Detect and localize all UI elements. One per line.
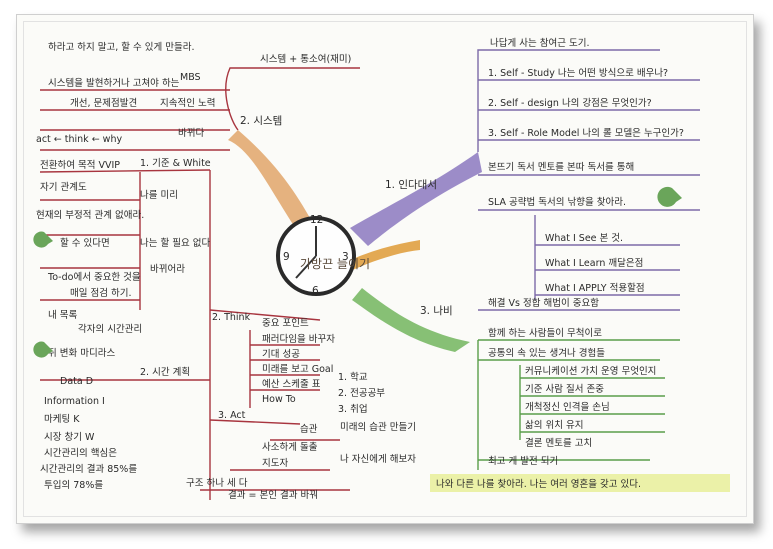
act-item: 미래의 습관 만들기: [340, 422, 416, 433]
system-item: 지속적인 노력: [160, 97, 215, 109]
learn-item: 최고 게 발전 되기: [488, 456, 558, 467]
think2-item: 미래를 보고 Goal: [262, 364, 333, 375]
system-item: 바뀌다: [178, 128, 204, 139]
self-item: 3. Self - Role Model 나의 롤 모델은 누구인가?: [488, 127, 684, 139]
green-arrow-icon: [33, 231, 53, 248]
time-branch-label: 2. 시간 계획: [140, 366, 190, 378]
system-item: act ← think ← why: [36, 134, 122, 145]
self-item: What I Learn 깨달은점: [545, 257, 643, 269]
system-item: 시스템을 발현하거나 고쳐야 하는: [48, 77, 180, 89]
think2-item: 기대 성공: [262, 349, 300, 360]
think-item: To-do에서 중요한 것을: [47, 272, 141, 283]
clock-number-9: 9: [283, 251, 290, 263]
think2-item: How To: [262, 394, 296, 405]
center-title: 가방끈 늘이기: [300, 257, 370, 271]
time-item: 투입의 78%를: [44, 479, 103, 491]
think2-item: 중요 포인트: [262, 318, 309, 329]
self-item: 1. Self - Study 나는 어떤 방식으로 배우나?: [488, 68, 668, 79]
green-arrow-icon: [657, 186, 682, 207]
think-branch-label: 1. 기준 & White: [140, 158, 211, 169]
time-item: 시간관리의 결과 85%를: [40, 464, 137, 475]
learn-item: 커뮤니케이션 가치 운영 무엇인지: [525, 365, 656, 377]
self-branch-label: 1. 인다대서: [385, 179, 437, 191]
paper-border: [23, 21, 747, 517]
learn-item: 기준 사람 질서 존중: [525, 383, 604, 395]
act-branch-label: 3. Act: [218, 410, 246, 421]
act-item: 결과 = 본인 결과 바꿔: [228, 490, 318, 501]
think-item: 바뀌어라: [150, 264, 185, 275]
time-item: 마케팅 K: [44, 414, 80, 425]
think-branch-lines: [39, 67, 360, 500]
system-item: 개선, 문제점발견: [70, 97, 137, 109]
learn-item: 나와 다른 나를 찾아라. 나는 여러 영혼을 갖고 있다.: [436, 478, 641, 490]
act-item: 지도자: [262, 458, 288, 469]
green-arrow-icon: [33, 341, 53, 358]
arrow-branch-shape: [346, 240, 420, 272]
learn-item: 결론 멘토를 고치: [525, 437, 592, 449]
act-item: 사소하게 돌출: [262, 441, 318, 453]
system-branch-label: 2. 시스템: [240, 115, 282, 127]
system-item: 하라고 하지 말고, 할 수 있게 만들라.: [48, 41, 195, 53]
learn-item: 삶의 위치 유지: [525, 419, 583, 431]
self-branch-shape: [350, 152, 482, 246]
self-item: 해결 Vs 정합 해법이 중요함: [488, 297, 599, 309]
system-branch-shape: [228, 130, 318, 232]
clock-number-3: 3: [342, 251, 349, 263]
think-item: 전환하여 목적 VVIP: [40, 159, 120, 171]
self-item: What I See 본 것.: [545, 233, 623, 244]
clock-number-12: 12: [310, 214, 323, 226]
act-item: 구조 하나 세 다: [186, 477, 248, 489]
mindmap-paper: [16, 14, 754, 524]
learn-branch-label: 3. 나비: [420, 305, 453, 317]
clock-number-6: 6: [312, 285, 319, 297]
think2-item: 패러다임을 바꾸자: [262, 333, 335, 345]
time-item: 시간관리의 핵심은: [44, 447, 117, 459]
self-branch-lines: [477, 49, 700, 311]
act-item: 습관: [300, 424, 318, 435]
act-item: 나 자신에게 해보자: [340, 453, 416, 465]
learn-item: 개척정신 인격을 손님: [525, 401, 610, 413]
think-item: 뒤 변화 마디라스: [48, 347, 115, 359]
time-item: Information I: [44, 396, 105, 407]
think2-item: 2. 전공공부: [338, 388, 385, 399]
think-item: 할 수 있다면: [60, 237, 110, 249]
think-item: 내 목록: [48, 310, 77, 321]
self-item: What I APPLY 적용할점: [545, 282, 645, 294]
think-item: 나는 할 필요 없다: [140, 237, 210, 249]
learn-item: 함께 하는 사람들이 무척이로: [488, 327, 602, 339]
learn-branch-shape: [352, 288, 470, 352]
think2-item: 1. 학교: [338, 372, 368, 383]
self-main-label: 나답게 사는 참여근 도기.: [490, 37, 589, 49]
self-item: SLA 공략법 독서의 낚향을 찾아라.: [488, 196, 626, 208]
highlight-box: [430, 474, 730, 492]
learn-item: 공통의 속 있는 생겨나 경험들: [488, 347, 605, 359]
self-item: 본뜨기 독서 멘토를 본따 독서를 통해: [488, 161, 634, 173]
think-item: 나를 미리: [140, 190, 178, 201]
think-item: 각자의 시간관리: [78, 323, 142, 335]
system-item: MBS: [180, 72, 201, 83]
learn-branch-lines: [477, 339, 680, 470]
system-main-label: 시스템 + 통소여(재미): [260, 53, 351, 65]
think-item: 매일 점검 하기.: [70, 287, 132, 299]
think2-branch-label: 2. Think: [212, 312, 251, 323]
time-item: Data D: [60, 376, 93, 387]
think-item: 자기 관계도: [40, 181, 87, 193]
think2-item: 3. 취업: [338, 403, 368, 415]
think2-item: 예산 스케줄 표: [262, 379, 321, 390]
time-item: 시장 창기 W: [44, 432, 95, 443]
think-item: 현재의 부정적 관계 없애라.: [36, 209, 144, 221]
self-item: 2. Self - design 나의 강점은 무엇인가?: [488, 97, 652, 109]
clock-hand-icon: [295, 255, 317, 279]
